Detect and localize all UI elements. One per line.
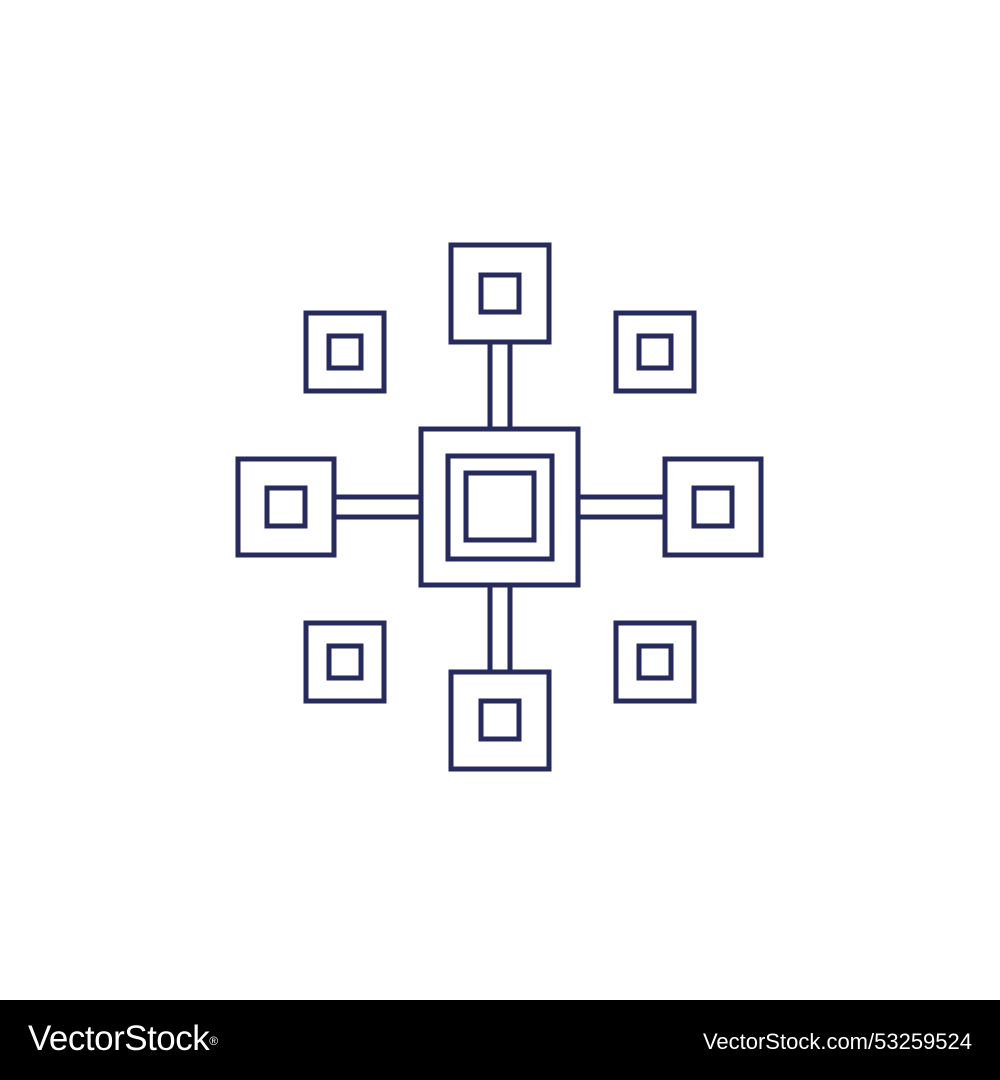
node-bottom-right [613, 620, 697, 704]
node-top-right [613, 310, 697, 394]
network-hub-icon [235, 242, 764, 772]
illustration-canvas [235, 242, 764, 772]
registered-mark: ® [209, 1034, 218, 1048]
node-right [662, 456, 764, 558]
node-top [448, 242, 552, 345]
watermark-footer: VectorStock® VectorStock.com/53259524 [0, 1000, 1000, 1080]
hub-connectors [334, 342, 665, 672]
node-left [235, 456, 337, 558]
node-bottom [448, 669, 552, 772]
brand-name: VectorStock [28, 1019, 210, 1058]
node-bottom-left [303, 620, 387, 704]
node-top-left [303, 310, 387, 394]
vectorstock-logo: VectorStock® [28, 1018, 218, 1060]
central-hub [418, 426, 581, 588]
image-id-label: VectorStock.com/53259524 [702, 1029, 972, 1054]
